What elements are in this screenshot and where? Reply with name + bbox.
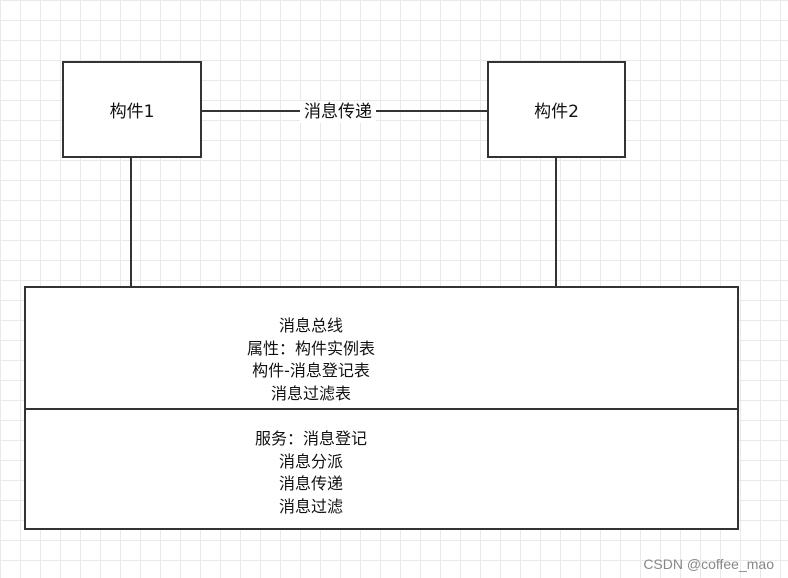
bus-attribute-line: 构件-消息登记表: [252, 361, 370, 380]
watermark: CSDN @coffee_mao: [643, 556, 774, 572]
message-bus-box: 消息总线 属性：构件实例表 构件-消息登记表 消息过滤表 服务：消息登记 消息分…: [24, 286, 739, 530]
component-1-box: 构件1: [62, 61, 202, 158]
component-2-bus-line: [555, 158, 557, 287]
component-1-label: 构件1: [109, 102, 155, 122]
bus-attribute-line: 消息过滤表: [270, 383, 351, 403]
bus-service-line: 消息传递: [278, 474, 343, 493]
bus-attribute-line: 属性：构件实例表: [246, 338, 375, 358]
bus-service-line: 消息过滤: [278, 496, 343, 516]
bus-services-section: 服务：消息登记 消息分派 消息传递 消息过滤: [26, 428, 596, 518]
bus-attributes-section: 消息总线 属性：构件实例表 构件-消息登记表 消息过滤表: [26, 315, 596, 405]
component-1-bus-line: [130, 158, 132, 287]
component-2-box: 构件2: [487, 61, 626, 158]
bus-service-line: 服务：消息登记: [254, 429, 367, 448]
bus-service-line: 消息分派: [278, 451, 343, 471]
bus-attribute-line: 消息总线: [278, 316, 343, 335]
component-2-label: 构件2: [534, 102, 579, 122]
message-connector-label: 消息传递: [300, 101, 376, 123]
bus-section-divider: [26, 408, 737, 410]
